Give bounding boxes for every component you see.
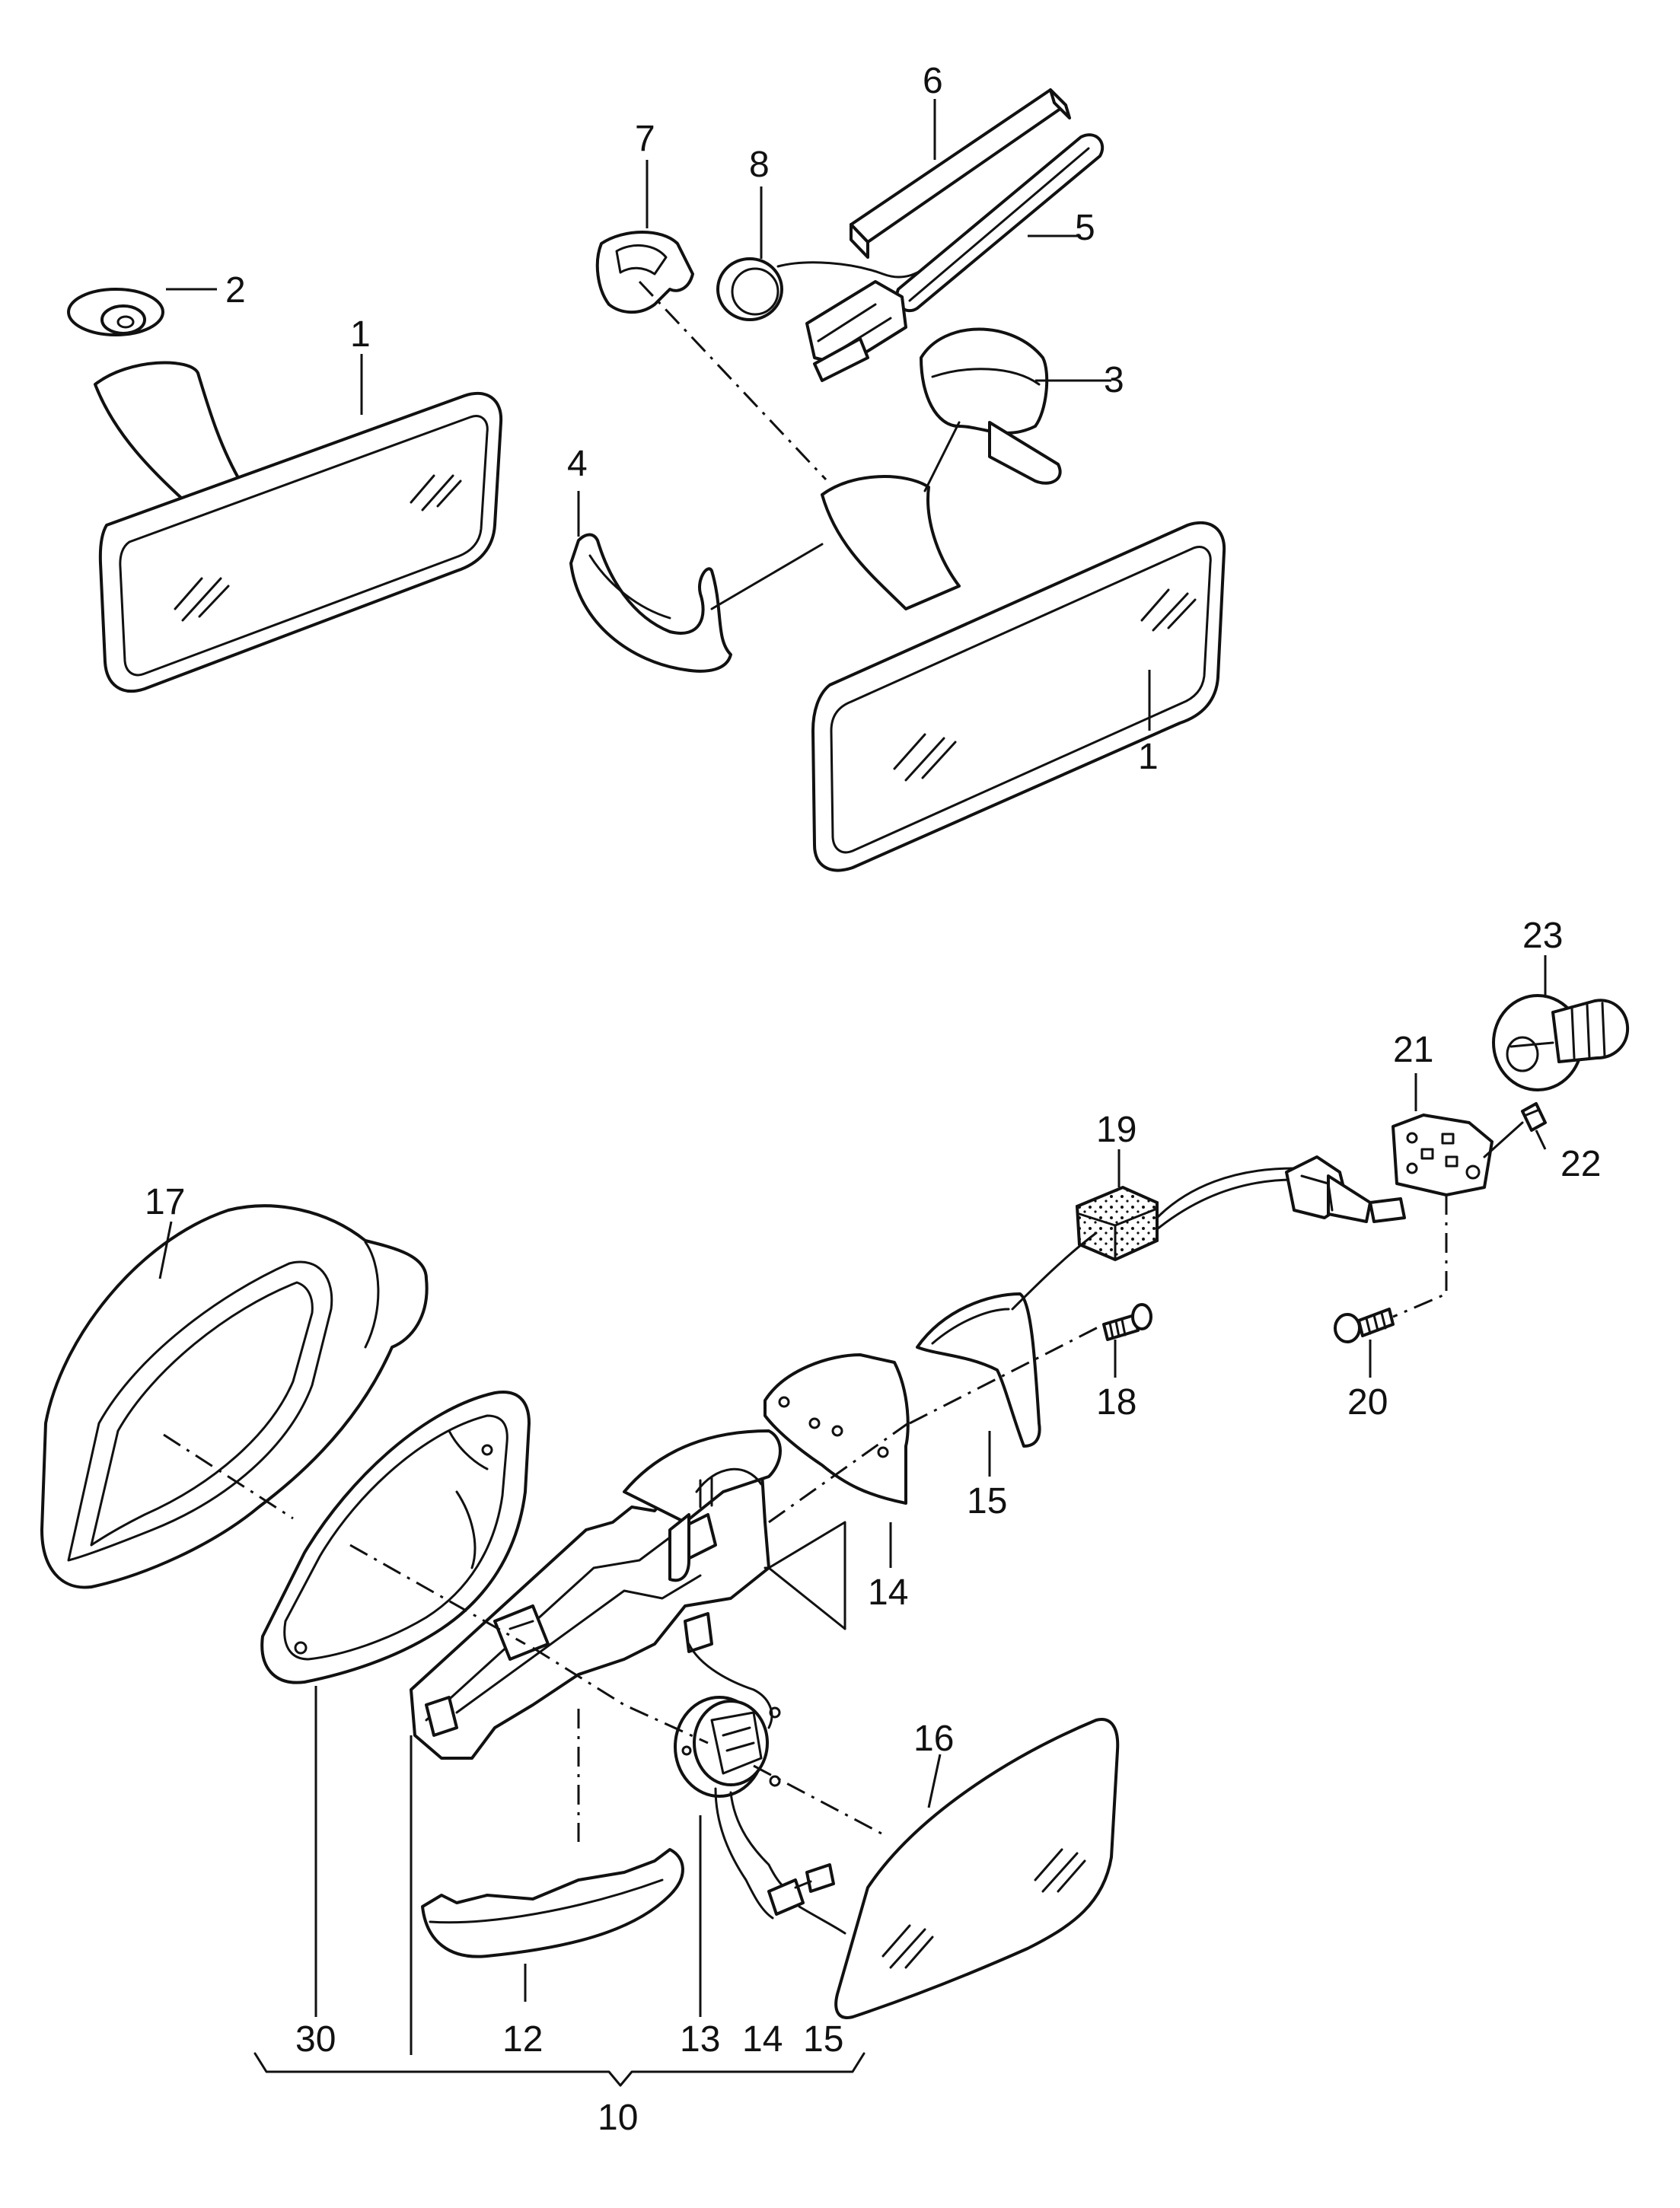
clip-part (595, 231, 694, 314)
part-number-labels: 1 1 2 3 4 5 6 7 8 17 16 14 15 18 19 20 2… (145, 61, 1601, 2138)
foam-block-part (1011, 1167, 1296, 1311)
label-part-17: 17 (145, 1182, 185, 1222)
interior-mirror-right-part (811, 475, 1226, 872)
label-part-23: 23 (1522, 916, 1563, 956)
label-part-4: 4 (567, 444, 588, 484)
mirror-glass-part (834, 1718, 1120, 2019)
mirror-base-frame-part (410, 1429, 782, 1760)
label-part-21: 21 (1393, 1030, 1433, 1070)
grommet-part (1492, 994, 1630, 1091)
label-part-20: 20 (1347, 1382, 1388, 1423)
label-part-19: 19 (1096, 1110, 1136, 1150)
trim-strip-part (850, 88, 1071, 259)
label-part-1-right: 1 (1138, 737, 1159, 777)
trim-cover-part (569, 533, 732, 673)
label-part-2: 2 (225, 270, 246, 311)
sensor-part (716, 250, 953, 321)
label-part-1-left: 1 (350, 314, 371, 355)
label-part-30: 30 (295, 2019, 336, 2060)
cable-connector-part (1285, 1155, 1406, 1223)
mount-disc-part (67, 288, 164, 336)
lower-assembly-lines (163, 1121, 1524, 1842)
label-part-14-group: 14 (742, 2019, 783, 2060)
label-part-6: 6 (923, 61, 943, 101)
label-part-8: 8 (749, 145, 770, 185)
interior-mirror-left-part (94, 361, 503, 693)
label-part-3: 3 (1104, 360, 1124, 400)
base-cover-part (920, 327, 1062, 485)
label-part-13: 13 (680, 2019, 720, 2060)
bracket-plate-part (1391, 1114, 1494, 1196)
label-part-12: 12 (502, 2019, 543, 2060)
label-part-22: 22 (1560, 1144, 1601, 1184)
upper-assembly-lines (638, 280, 961, 610)
label-part-5: 5 (1075, 208, 1095, 248)
label-part-10: 10 (598, 2098, 638, 2138)
label-part-16: 16 (913, 1719, 954, 1759)
turn-signal-lens-part (421, 1848, 684, 1958)
mirror-frame-part (260, 1391, 531, 1684)
connector-part (805, 280, 907, 382)
group-brace (253, 2052, 866, 2087)
label-part-15: 15 (967, 1481, 1007, 1521)
screw-20-part (1334, 1308, 1395, 1343)
label-part-18: 18 (1096, 1382, 1136, 1423)
small-clip-part (1521, 1102, 1547, 1132)
leader-lines (158, 99, 1547, 2055)
screw-18-part (1102, 1303, 1152, 1341)
mirror-housing-part (40, 1204, 429, 1589)
seal-plate-part (763, 1353, 910, 1505)
adjustment-motor-part (674, 1696, 846, 1935)
label-part-15-group: 15 (803, 2019, 843, 2060)
cable-duct-part (895, 133, 1105, 313)
label-part-7: 7 (635, 119, 655, 159)
gasket-part (916, 1292, 1041, 1448)
label-part-14: 14 (868, 1572, 908, 1613)
